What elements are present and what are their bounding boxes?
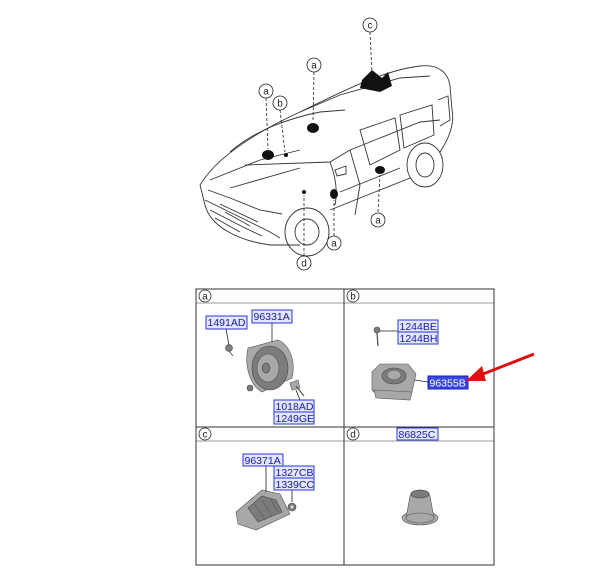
svg-text:a: a bbox=[202, 292, 208, 303]
svg-text:d: d bbox=[301, 259, 307, 270]
svg-text:b: b bbox=[350, 292, 356, 303]
svg-text:1244BH: 1244BH bbox=[400, 333, 438, 345]
svg-text:c: c bbox=[368, 21, 373, 32]
nut-part-1339cc bbox=[287, 502, 297, 512]
highlight-arrow bbox=[466, 352, 535, 381]
bolt-part-1018ad bbox=[289, 379, 305, 397]
svg-text:c: c bbox=[203, 430, 208, 441]
part-label-96371a[interactable]: 96371A bbox=[242, 453, 284, 467]
part-label-1491ad[interactable]: 1491AD bbox=[205, 315, 248, 330]
tweeter-part-96355b bbox=[371, 363, 417, 401]
callout-a-left: a bbox=[258, 83, 274, 99]
callout-d-bottom: d bbox=[296, 255, 312, 271]
svg-text:96331A: 96331A bbox=[254, 311, 290, 323]
svg-text:96371A: 96371A bbox=[245, 455, 281, 467]
parts-grid bbox=[195, 288, 495, 566]
part-label-1249ge[interactable]: 1249GE bbox=[273, 411, 315, 425]
speaker-marker-a-bottom bbox=[330, 189, 338, 199]
speaker-marker-c bbox=[360, 70, 392, 92]
marker-b bbox=[284, 153, 288, 157]
panel-a: a 1491AD 96331A bbox=[198, 289, 315, 425]
svg-text:86825C: 86825C bbox=[399, 429, 436, 441]
svg-text:1327CB: 1327CB bbox=[276, 467, 314, 479]
svg-text:a: a bbox=[263, 87, 269, 98]
panel-b: b 1244BE 1244BH 96355B bbox=[346, 289, 469, 401]
svg-text:1491AD: 1491AD bbox=[208, 317, 246, 329]
panel-b-label: b bbox=[346, 289, 360, 303]
vehicle-part-markers bbox=[262, 70, 392, 199]
speaker-bracket-part-96371a bbox=[235, 489, 291, 531]
callout-b-left: b bbox=[272, 95, 288, 111]
part-label-1339cc[interactable]: 1339CC bbox=[273, 477, 315, 491]
part-label-1244bh[interactable]: 1244BH bbox=[397, 331, 439, 345]
svg-text:1244BE: 1244BE bbox=[400, 321, 437, 333]
marker-d bbox=[302, 190, 306, 194]
clip-part-1491ad bbox=[225, 344, 234, 357]
panel-d-label: d bbox=[346, 427, 360, 441]
part-label-1244be[interactable]: 1244BE bbox=[397, 319, 439, 333]
speaker-marker-a-left bbox=[262, 150, 274, 160]
grommet-part-86825c bbox=[401, 489, 439, 526]
svg-text:a: a bbox=[311, 61, 317, 72]
screw-part-1244be bbox=[373, 326, 381, 347]
speaker-marker-a-top bbox=[307, 123, 319, 133]
callout-a-top: a bbox=[306, 57, 322, 73]
part-label-96331a[interactable]: 96331A bbox=[251, 309, 293, 324]
vehicle-illustration bbox=[199, 65, 454, 257]
part-label-1327cb[interactable]: 1327CB bbox=[273, 465, 315, 479]
svg-text:96355B: 96355B bbox=[430, 378, 466, 390]
panel-c-label: c bbox=[198, 427, 212, 441]
part-label-96355b[interactable]: 96355B bbox=[427, 375, 469, 390]
panel-a-label: a bbox=[198, 289, 212, 303]
svg-text:1339CC: 1339CC bbox=[276, 479, 315, 491]
svg-text:a: a bbox=[331, 239, 337, 250]
callout-leaders bbox=[265, 31, 381, 256]
part-label-1018ad[interactable]: 1018AD bbox=[273, 399, 315, 413]
svg-text:1018AD: 1018AD bbox=[276, 401, 314, 413]
svg-text:a: a bbox=[375, 216, 381, 227]
callout-a-right: a bbox=[370, 212, 386, 228]
svg-text:1249GE: 1249GE bbox=[276, 413, 315, 425]
svg-text:b: b bbox=[277, 99, 283, 110]
panel-c: c 96371A 1327CB 1339CC bbox=[198, 427, 315, 531]
callout-c-top: c bbox=[362, 17, 378, 33]
callout-a-bottom: a bbox=[326, 235, 342, 251]
part-label-86825c[interactable]: 86825C bbox=[396, 427, 439, 441]
svg-text:d: d bbox=[350, 430, 356, 441]
panel-d: d 86825C bbox=[346, 427, 439, 526]
speaker-part-96331a bbox=[246, 339, 294, 393]
speaker-marker-a-right bbox=[375, 166, 385, 174]
